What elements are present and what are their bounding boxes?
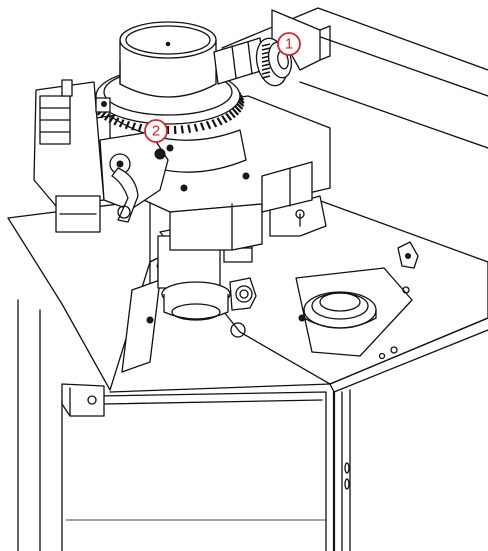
callout-2-circle	[144, 119, 168, 143]
gear-tooth	[187, 124, 192, 133]
callout-1: 1	[277, 32, 301, 56]
gear-tooth	[193, 123, 199, 132]
canister-assembly	[91, 21, 265, 173]
gear-tooth	[173, 125, 177, 134]
chute-front-plate	[121, 279, 161, 373]
gear-tooth	[211, 119, 218, 128]
lever-arm	[111, 167, 139, 223]
knob-ridge	[261, 75, 271, 79]
gear-tooth	[137, 123, 143, 132]
knob-ridges	[261, 43, 271, 79]
knob-ridge	[261, 63, 271, 67]
callout-2-label: 2	[152, 123, 160, 140]
gear-tooth	[225, 112, 233, 121]
gear-tooth	[124, 120, 131, 130]
gear-tooth	[180, 125, 184, 134]
drain-knob	[229, 277, 257, 311]
gear-tooth	[216, 117, 223, 126]
gear-tooth	[108, 115, 115, 124]
gear-tooth	[113, 117, 120, 126]
front-hinge-bracket	[61, 383, 105, 417]
knob-ridge	[261, 67, 271, 71]
gear-tooth	[103, 112, 111, 121]
top-plate-features	[230, 195, 419, 357]
gear-tooth	[205, 120, 212, 130]
gear-tooth	[199, 122, 205, 131]
hopper-chute	[7, 199, 164, 391]
callout-1-label: 1	[285, 36, 293, 53]
knob-ridge	[261, 43, 271, 47]
gear-tooth	[118, 119, 125, 128]
knob-ridge	[261, 71, 271, 75]
knob-ridge	[261, 47, 271, 51]
gear-tooth	[228, 110, 236, 119]
gear-tooth	[221, 115, 228, 124]
gear-tooth	[234, 105, 242, 113]
callout-1-circle	[277, 32, 301, 56]
gear-tooth	[231, 107, 240, 116]
gear-tooth	[131, 122, 137, 131]
callout-2: 2	[144, 119, 168, 143]
canister-top	[119, 21, 217, 59]
dispense-mechanism	[33, 79, 174, 233]
